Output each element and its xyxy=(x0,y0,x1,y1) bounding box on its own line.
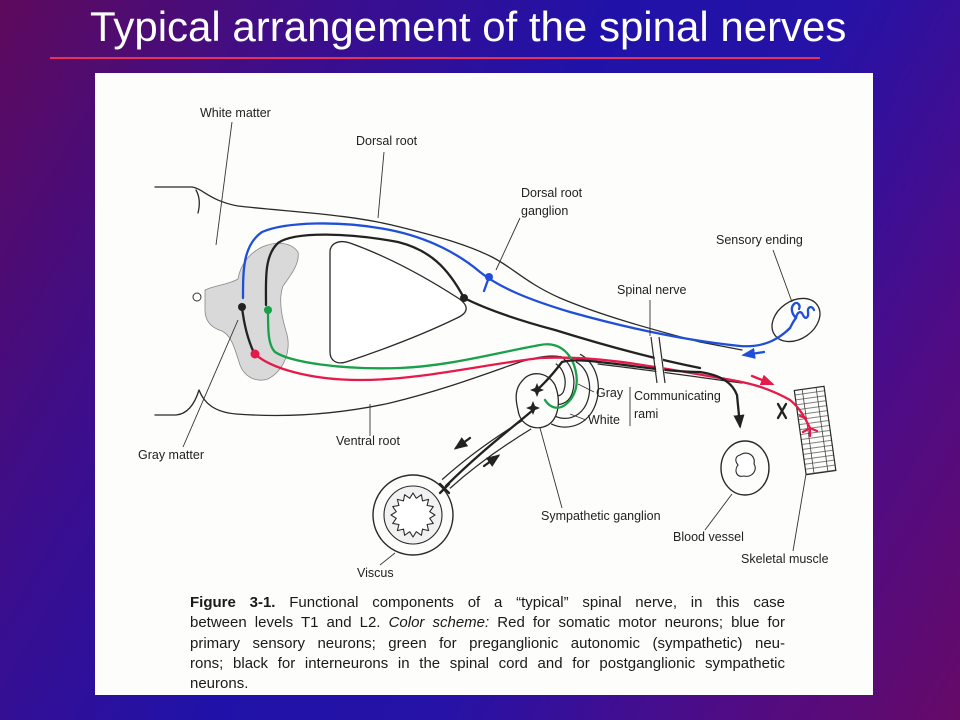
ventral-root-outline xyxy=(154,355,563,417)
viscus-lumen xyxy=(390,492,436,538)
leader-line-gray-matter xyxy=(182,319,239,448)
caption-text: Functional components of a “typical” spi… xyxy=(289,594,786,611)
label-dorsal-root-ganglion-line2: ganglion xyxy=(521,204,568,218)
leader-line-gray-ramus xyxy=(577,383,595,393)
leader-line-sympathetic-ganglion xyxy=(539,427,563,509)
label-white-ramus: White xyxy=(588,413,620,427)
motor-direction-arrow xyxy=(750,374,775,386)
sympathetic-neuron-star xyxy=(526,401,540,415)
spinal-nerve-diagram: White matter Dorsal root Dorsal root gan… xyxy=(138,106,837,580)
caption-line-3: primary sensory neurons; green for prega… xyxy=(190,634,785,652)
label-viscus: Viscus xyxy=(357,566,394,580)
interneuron-link xyxy=(240,305,256,355)
leader-line-viscus xyxy=(379,552,396,566)
caption-line-2: between levels T1 and L2. Color scheme: … xyxy=(190,613,785,633)
leader-line-dorsal-root-ganglion xyxy=(495,217,521,271)
interneuron-cell-body-ganglion xyxy=(460,294,468,302)
dorsal-median-sulcus xyxy=(195,189,200,214)
label-dorsal-root-ganglion-line1: Dorsal root xyxy=(521,186,583,200)
label-spinal-nerve: Spinal nerve xyxy=(617,283,687,297)
interneuron-cell-body-cord xyxy=(238,303,246,311)
leader-line-dorsal-root xyxy=(377,151,385,219)
caption-line-1: Figure 3-1. Functional components of a “… xyxy=(190,593,785,613)
blood-vessel-lumen xyxy=(735,452,756,477)
sympathetic-neuron-star xyxy=(530,383,544,397)
root-junction-outline xyxy=(329,240,467,364)
caption-color-scheme-label: Color scheme: xyxy=(388,614,490,632)
gray-matter-region xyxy=(204,242,299,381)
caption-text: Red for somatic motor neurons; blue for xyxy=(497,614,786,632)
leader-line-white-ramus xyxy=(569,413,587,421)
sensory-cell-body xyxy=(485,273,493,281)
dorsal-root-outline xyxy=(154,186,743,351)
caption-text: between levels T1 and L2. xyxy=(190,614,381,632)
slide-title: Typical arrangement of the spinal nerves xyxy=(90,3,847,50)
white-ramus xyxy=(550,353,599,428)
label-dorsal-root: Dorsal root xyxy=(356,134,418,148)
spinal-nerve-lower-outline xyxy=(597,363,743,384)
leader-line-skeletal-muscle xyxy=(792,473,807,552)
somatic-motor-neuron-path xyxy=(253,352,812,430)
preganglionic-cell-body xyxy=(264,306,272,314)
figure-caption: Figure 3-1. Functional components of a “… xyxy=(190,593,785,694)
sensory-neuron-path xyxy=(241,222,792,348)
viscus-nerve-ending xyxy=(438,482,451,495)
title-underline xyxy=(50,57,820,59)
label-white-matter: White matter xyxy=(200,106,271,120)
viscus-direction-arrow-outward xyxy=(482,454,501,468)
label-blood-vessel: Blood vessel xyxy=(673,530,744,544)
caption-figure-label: Figure 3-1. xyxy=(190,594,276,611)
figure-panel: White matter Dorsal root Dorsal root gan… xyxy=(95,73,873,695)
label-sensory-ending: Sensory ending xyxy=(716,233,803,247)
label-skeletal-muscle: Skeletal muscle xyxy=(741,552,829,566)
label-rami: rami xyxy=(634,407,658,421)
label-communicating: Communicating xyxy=(634,389,721,403)
interneuron-path xyxy=(264,233,702,370)
label-gray-ramus: Gray xyxy=(596,386,624,400)
label-sympathetic-ganglion: Sympathetic ganglion xyxy=(541,509,661,523)
muscle-nerve-ending xyxy=(776,402,788,420)
leader-line-sensory-ending xyxy=(772,249,793,303)
caption-line-5: neurons. xyxy=(190,675,249,693)
label-gray-matter: Gray matter xyxy=(138,448,204,462)
postganglionic-vessel-path xyxy=(535,359,745,429)
caption-line-4: rons; black for interneurons in the spin… xyxy=(190,654,785,672)
label-ventral-root: Ventral root xyxy=(336,434,400,448)
sensory-direction-arrow xyxy=(741,347,766,359)
preganglionic-neuron-path xyxy=(266,308,578,409)
leader-line-white-matter xyxy=(215,121,233,246)
sensory-ending-terminal xyxy=(788,301,816,330)
leader-line-blood-vessel xyxy=(704,493,733,531)
somatic-motor-cell-body xyxy=(250,349,260,359)
central-canal xyxy=(192,292,202,302)
spinal-nerve-break-mark xyxy=(650,336,666,384)
viscus-direction-arrow-inward xyxy=(453,436,472,450)
motor-end-plate xyxy=(798,414,819,438)
postganglionic-viscus-path xyxy=(444,408,535,488)
